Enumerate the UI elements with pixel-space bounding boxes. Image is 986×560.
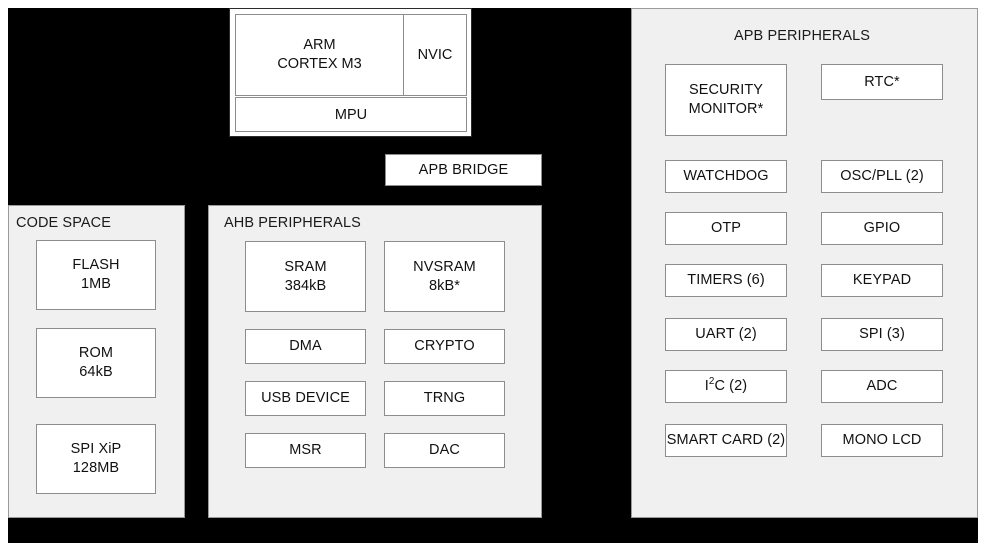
- nvsram-line2: 8kB*: [428, 277, 461, 294]
- block-dac[interactable]: DAC: [384, 433, 505, 468]
- block-osc-pll[interactable]: OSC/PLL (2): [821, 160, 943, 193]
- block-otp[interactable]: OTP: [665, 212, 787, 245]
- block-rom[interactable]: ROM 64kB: [36, 328, 156, 398]
- block-spi-xip[interactable]: SPI XiP 128MB: [36, 424, 156, 494]
- rom-line2: 64kB: [79, 364, 113, 380]
- block-trng[interactable]: TRNG: [384, 381, 505, 416]
- block-apb-bridge[interactable]: APB BRIDGE: [385, 154, 542, 186]
- gpio-label: GPIO: [863, 220, 901, 237]
- trng-label: TRNG: [423, 390, 466, 407]
- block-mono-lcd[interactable]: MONO LCD: [821, 424, 943, 457]
- watchdog-label: WATCHDOG: [683, 168, 769, 185]
- osc-pll-label: OSC/PLL (2): [840, 168, 924, 185]
- dac-label: DAC: [429, 442, 460, 459]
- timers-label: TIMERS (6): [687, 272, 765, 289]
- block-timers[interactable]: TIMERS (6): [665, 264, 787, 297]
- block-mpu[interactable]: MPU: [235, 97, 467, 132]
- arm-cortex-line1: ARM: [303, 37, 336, 54]
- keypad-label: KEYPAD: [852, 272, 912, 289]
- code-space-title: CODE SPACE: [16, 215, 112, 231]
- apb-bridge-label: APB BRIDGE: [418, 161, 509, 178]
- spi-label: SPI (3): [859, 326, 905, 343]
- sram-line2: 384kB: [284, 277, 327, 294]
- block-keypad[interactable]: KEYPAD: [821, 264, 943, 297]
- block-sram[interactable]: SRAM 384kB: [245, 241, 366, 312]
- i2c-label: I2C (2): [704, 376, 748, 395]
- apb-peripherals-title: APB PERIPHERALS: [734, 28, 871, 44]
- cpu-core-row: ARM CORTEX M3 NVIC: [235, 14, 467, 96]
- crypto-label: CRYPTO: [414, 338, 475, 355]
- block-flash[interactable]: FLASH 1MB: [36, 240, 156, 310]
- cpu-cluster: ARM CORTEX M3 NVIC MPU: [229, 8, 472, 137]
- block-dma[interactable]: DMA: [245, 329, 366, 364]
- arm-cortex-line2: CORTEX M3: [277, 56, 362, 72]
- security-monitor-line1: SECURITY: [688, 82, 764, 99]
- flash-line1: FLASH: [72, 257, 120, 274]
- block-rtc[interactable]: RTC*: [821, 64, 943, 100]
- ahb-peripherals-title: AHB PERIPHERALS: [224, 215, 361, 231]
- adc-label: ADC: [866, 378, 898, 395]
- mono-lcd-label: MONO LCD: [842, 432, 922, 449]
- block-watchdog[interactable]: WATCHDOG: [665, 160, 787, 193]
- block-spi[interactable]: SPI (3): [821, 318, 943, 351]
- msr-label: MSR: [289, 442, 322, 459]
- block-usb-device[interactable]: USB DEVICE: [245, 381, 366, 416]
- flash-line2: 1MB: [80, 276, 112, 292]
- block-uart[interactable]: UART (2): [665, 318, 787, 351]
- otp-label: OTP: [710, 220, 742, 237]
- block-security-monitor[interactable]: SECURITY MONITOR*: [665, 64, 787, 136]
- nvsram-line1: NVSRAM: [413, 258, 476, 275]
- block-smart-card[interactable]: SMART CARD (2): [665, 424, 787, 457]
- block-gpio[interactable]: GPIO: [821, 212, 943, 245]
- smart-card-label: SMART CARD (2): [666, 432, 786, 449]
- security-monitor-line2: MONITOR*: [688, 101, 764, 117]
- block-adc[interactable]: ADC: [821, 370, 943, 403]
- spi-xip-line1: SPI XiP: [70, 441, 122, 458]
- rtc-label: RTC*: [864, 73, 900, 90]
- block-msr[interactable]: MSR: [245, 433, 366, 468]
- block-nvic[interactable]: NVIC: [404, 15, 466, 95]
- nvic-label: NVIC: [417, 47, 453, 63]
- rom-line1: ROM: [78, 345, 114, 362]
- block-i2c[interactable]: I2C (2): [665, 370, 787, 403]
- block-crypto[interactable]: CRYPTO: [384, 329, 505, 364]
- sram-line1: SRAM: [284, 258, 327, 275]
- uart-label: UART (2): [695, 326, 757, 343]
- block-nvsram[interactable]: NVSRAM 8kB*: [384, 241, 505, 312]
- mpu-label: MPU: [334, 106, 368, 123]
- block-arm-cortex-m3[interactable]: ARM CORTEX M3: [236, 15, 404, 95]
- usb-device-label: USB DEVICE: [261, 390, 350, 407]
- dma-label: DMA: [289, 338, 322, 355]
- spi-xip-line2: 128MB: [72, 460, 120, 476]
